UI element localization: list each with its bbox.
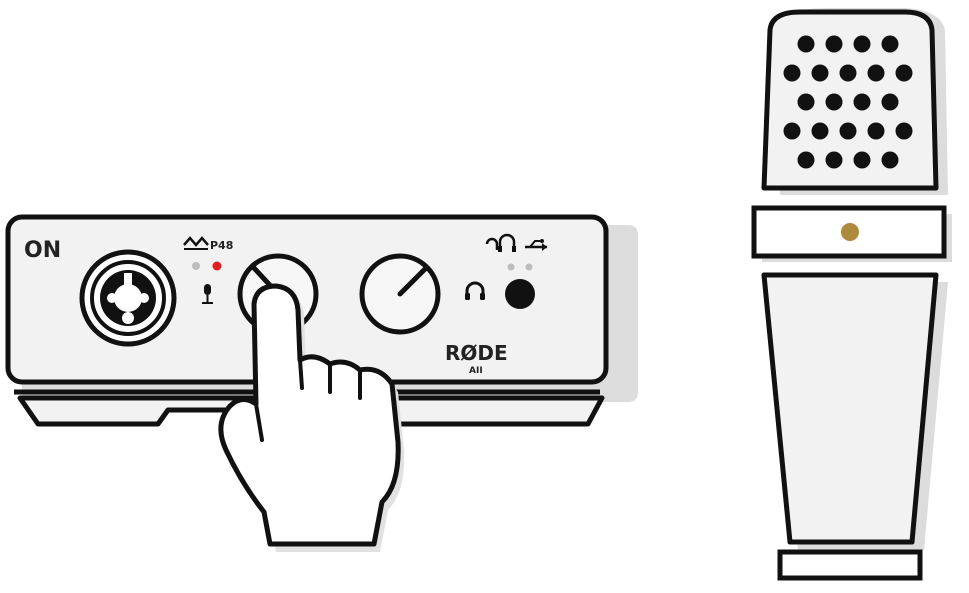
mic-head	[764, 12, 936, 188]
grille-hole	[812, 123, 829, 140]
grille-hole	[882, 94, 899, 111]
brand-model: AII	[469, 366, 483, 376]
indicator-led-2	[526, 264, 533, 271]
grille-hole	[896, 65, 913, 82]
mic-base	[780, 552, 920, 578]
grille-hole	[784, 123, 801, 140]
status-led-left	[192, 262, 200, 270]
grille-hole	[798, 36, 815, 53]
grille-hole	[798, 94, 815, 111]
grille-hole	[812, 65, 829, 82]
indicator-led-1	[508, 264, 515, 271]
phantom-led	[213, 262, 222, 271]
mic-indicator	[841, 223, 859, 241]
microphone	[754, 8, 952, 578]
grille-hole	[854, 36, 871, 53]
power-label: ON	[24, 238, 61, 263]
phantom-label: P48	[210, 239, 233, 252]
headphone-jack[interactable]	[505, 279, 535, 309]
grille-hole	[826, 94, 843, 111]
grille-hole	[798, 152, 815, 169]
grille-hole	[868, 123, 885, 140]
grille-hole	[868, 65, 885, 82]
grille-hole	[882, 152, 899, 169]
xlr-combo-input[interactable]	[82, 252, 174, 344]
grille-hole	[840, 123, 857, 140]
grille-hole	[784, 65, 801, 82]
grille-hole	[854, 94, 871, 111]
brand-logo: RØDE	[445, 341, 508, 365]
grille-hole	[840, 65, 857, 82]
grille-hole	[826, 152, 843, 169]
grille-hole	[826, 36, 843, 53]
mic-body	[764, 275, 936, 542]
grille-hole	[882, 36, 899, 53]
grille-hole	[896, 123, 913, 140]
monitor-level-knob[interactable]	[362, 256, 438, 332]
grille-hole	[854, 152, 871, 169]
